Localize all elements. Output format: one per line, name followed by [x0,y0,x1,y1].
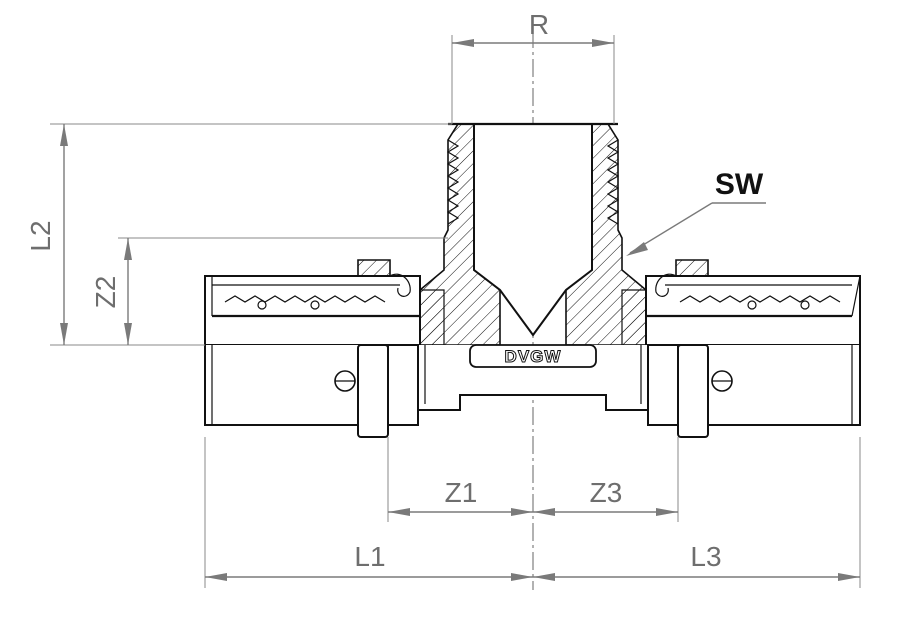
marking-plate [469,344,597,368]
threaded-branch [419,122,647,346]
inspection-window-right [711,370,733,392]
label-z2: Z2 [90,276,121,309]
label-z3: Z3 [590,477,623,508]
dimension-r: R [451,9,615,124]
label-l3: L3 [690,541,721,572]
label-l1: L1 [354,541,385,572]
main-body-section [204,259,861,346]
dimension-l1-l3: L1 L3 [204,437,861,588]
dvgw-marking: DVGW [505,347,562,366]
dimension-sw: SW [626,168,766,256]
dimension-z2: Z2 [90,237,448,345]
inspection-window-left [334,370,356,392]
label-z1: Z1 [445,477,478,508]
label-sw: SW [715,168,764,201]
main-body-exterior: DVGW [204,344,861,438]
label-l2: L2 [25,220,56,251]
dimension-z1-z3: Z1 Z3 [387,437,679,522]
label-r: R [529,9,549,40]
